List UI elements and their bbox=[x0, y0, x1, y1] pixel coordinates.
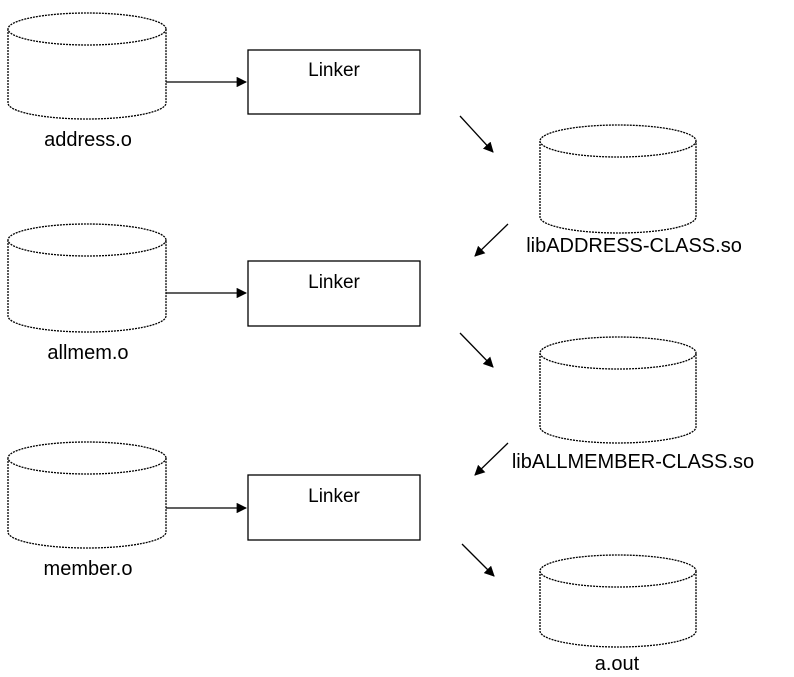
arrow-output-2-to-linker-3 bbox=[474, 442, 509, 476]
output-label-liballmember: libALLMEMBER-CLASS.so bbox=[512, 451, 754, 473]
linker-label-1: Linker bbox=[308, 60, 360, 81]
output-label-libaddress: libADDRESS-CLASS.so bbox=[526, 235, 742, 257]
output-db-libaddress bbox=[539, 124, 697, 234]
linker-box-3 bbox=[247, 474, 421, 541]
arrow-linker-3-to-output-3 bbox=[461, 543, 495, 577]
input-db-allmem bbox=[7, 223, 167, 333]
linker-box-1 bbox=[247, 49, 421, 115]
linker-label-3: Linker bbox=[308, 486, 360, 507]
output-label-aout: a.out bbox=[595, 653, 640, 675]
input-label-member: member.o bbox=[44, 558, 133, 580]
arrow-linker-1-to-output-1 bbox=[459, 115, 494, 153]
arrow-output-1-to-linker-2 bbox=[474, 223, 509, 257]
arrow-linker-2-to-output-2 bbox=[459, 332, 494, 368]
input-label-address: address.o bbox=[44, 129, 132, 151]
linker-label-2: Linker bbox=[308, 272, 360, 293]
output-db-aout bbox=[539, 554, 697, 648]
input-label-allmem: allmem.o bbox=[47, 342, 128, 364]
input-db-address bbox=[7, 12, 167, 120]
output-db-liballmember bbox=[539, 336, 697, 444]
input-db-member bbox=[7, 441, 167, 549]
linker-box-2 bbox=[247, 260, 421, 327]
